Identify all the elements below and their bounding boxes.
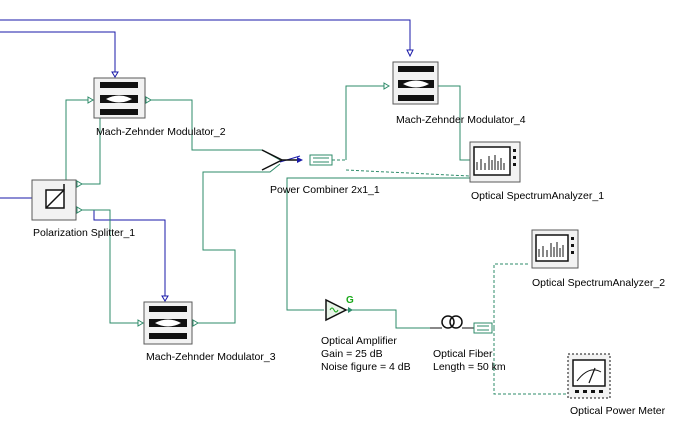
optical-amplifier-icon: G [325, 295, 354, 322]
optical-wires [65, 85, 568, 395]
fiber-component[interactable]: Optical Fiber Length = 50 km [430, 315, 506, 373]
wire-combiner-to-osa1[interactable] [345, 169, 471, 177]
mzm3-label: Mach-Zehnder Modulator_3 [146, 351, 276, 363]
wire-splitter-to-mzm3-bias[interactable] [76, 209, 166, 296]
mzm3-component[interactable]: Mach-Zehnder Modulator_3 [137, 295, 276, 363]
splitter-label: Polarization Splitter_1 [33, 227, 135, 239]
fiber-label: Optical Fiber [433, 348, 493, 360]
mzm2-input-port[interactable] [87, 96, 94, 104]
mzm2-label: Mach-Zehnder Modulator_2 [96, 126, 226, 138]
mzm4-label: Mach-Zehnder Modulator_4 [396, 114, 526, 126]
spectrum-analyzer-icon [535, 234, 574, 262]
amp-noise-param: Noise figure = 4 dB [321, 361, 411, 373]
mzm2-component[interactable]: Mach-Zehnder Modulator_2 [87, 71, 226, 138]
wire-combiner-out[interactable] [279, 155, 301, 163]
osa1-component[interactable]: Optical SpectrumAnalyzer_1 [469, 141, 604, 202]
mzm-icon [149, 306, 187, 339]
mzm2-bias-port[interactable] [111, 71, 119, 78]
mzm3-input-port[interactable] [137, 319, 144, 327]
splitter-output-1-port[interactable] [76, 180, 83, 188]
osa2-component[interactable]: Optical SpectrumAnalyzer_2 [531, 229, 665, 289]
power-meter-icon [572, 359, 606, 393]
amp-gain-symbol: G [346, 295, 354, 306]
wire-combiner-to-mzm4[interactable] [345, 85, 388, 160]
mzm2-output-port[interactable] [145, 96, 152, 104]
mzm4-input-port[interactable] [383, 82, 390, 90]
wire-to-amplifier[interactable] [286, 177, 470, 311]
power-combiner-icon [261, 149, 333, 171]
amp-label: Optical Amplifier [321, 335, 397, 347]
meter-label: Optical Power Meter [570, 405, 666, 417]
combiner-component[interactable]: Power Combiner 2x1_1 [261, 149, 380, 196]
amp-component[interactable]: G Optical Amplifier Gain = 25 dB Noise f… [321, 295, 411, 373]
polarization-splitter-icon [45, 184, 65, 209]
combiner-label: Power Combiner 2x1_1 [270, 184, 380, 196]
wire-splitter-to-mzm3[interactable] [76, 209, 144, 324]
meter-component[interactable]: Optical Power Meter [567, 353, 666, 417]
mzm3-output-port[interactable] [192, 319, 199, 327]
wire-mzm3-to-combiner[interactable] [192, 163, 281, 324]
wire-fiber-to-osa2[interactable] [493, 263, 530, 328]
splitter-output-2-port[interactable] [76, 206, 83, 214]
mzm-icon [398, 66, 434, 101]
optical-fiber-icon [430, 315, 493, 334]
wire-mzm4-out[interactable] [436, 85, 470, 161]
mzm4-component[interactable]: Mach-Zehnder Modulator_4 [383, 49, 526, 126]
wire-signal-to-mzm2[interactable] [0, 31, 116, 74]
fiber-length-param: Length = 50 km [433, 361, 506, 373]
splitter-component[interactable]: Polarization Splitter_1 [31, 179, 135, 239]
amp-gain-param: Gain = 25 dB [321, 348, 383, 360]
wire-signal-to-mzm4[interactable] [0, 19, 411, 50]
mzm3-bias-port[interactable] [161, 295, 169, 302]
wire-amp-to-fiber[interactable] [346, 309, 430, 329]
osa1-label: Optical SpectrumAnalyzer_1 [471, 190, 604, 202]
electrical-wires [0, 19, 411, 296]
osa2-label: Optical SpectrumAnalyzer_2 [532, 277, 665, 289]
spectrum-analyzer-icon [473, 146, 516, 176]
mzm-icon [100, 82, 138, 115]
wire-fiber-to-meter[interactable] [493, 328, 568, 395]
mzm4-bias-port[interactable] [406, 49, 414, 58]
